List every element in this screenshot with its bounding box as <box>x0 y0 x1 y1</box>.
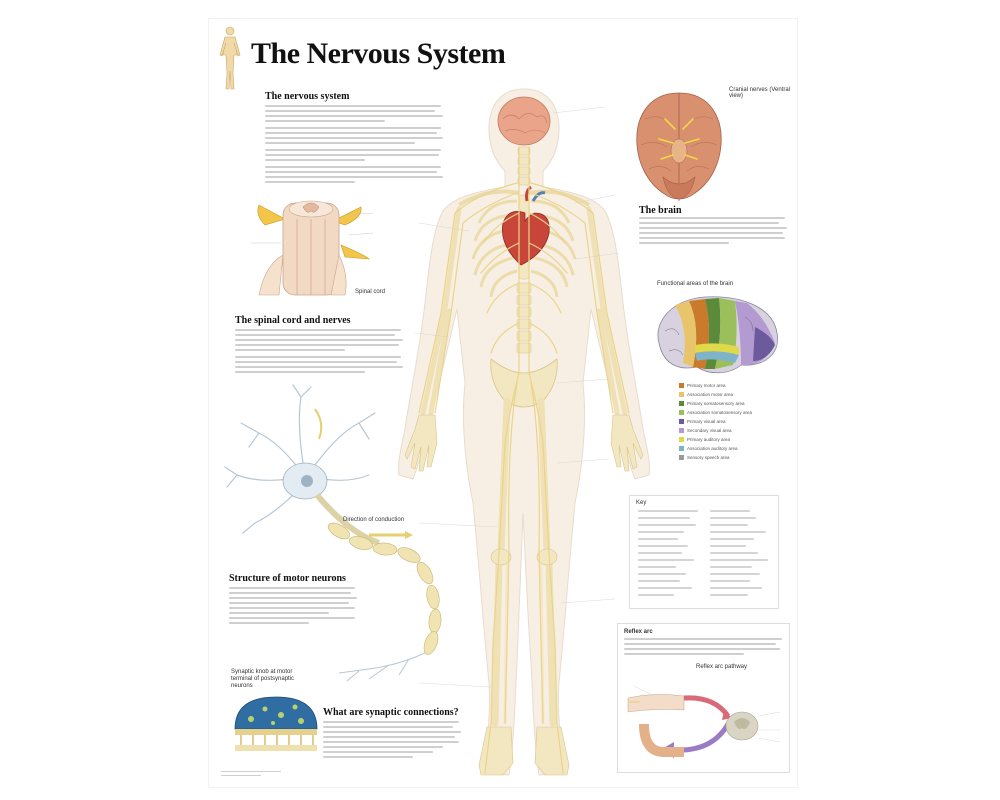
cranial-nerves-label: Cranial nerves (Ventral view) <box>729 87 791 99</box>
legend-swatch <box>679 427 684 433</box>
legend-swatch <box>679 445 684 451</box>
key-heading: Key <box>636 500 647 506</box>
legend-swatch <box>679 400 684 406</box>
legend-item: Primary motor area <box>679 381 789 389</box>
reflex-arc-heading: Reflex arc <box>624 629 653 635</box>
legend-label: Secondary visual area <box>687 427 732 433</box>
legend-item: Primary somatosensory area <box>679 399 789 407</box>
nervous-system-heading: The nervous system <box>265 91 350 102</box>
functional-areas-heading: Functional areas of the brain <box>657 281 734 287</box>
reflex-arc-text <box>624 638 784 658</box>
key-box: Key <box>629 495 779 609</box>
synapse-inset-label: Synaptic knob at motor terminal of posts… <box>231 669 295 689</box>
brain-ventral-illustration <box>636 92 722 201</box>
reflex-arc-box: Reflex arc Reflex arc pathway <box>617 623 790 773</box>
synaptic-connections-text <box>323 721 463 761</box>
legend-label: Primary visual area <box>687 418 726 424</box>
spinal-cord-illustration <box>251 200 374 296</box>
legend-label: Primary somatosensory area <box>687 400 745 406</box>
motor-neuron-illustration <box>224 384 442 682</box>
synapse-illustration <box>234 696 318 751</box>
legend-swatch <box>679 418 684 424</box>
key-column-left <box>638 510 700 601</box>
legend-item: Sensory speech area <box>679 453 789 461</box>
legend-item: Association auditory area <box>679 444 789 452</box>
brain-text <box>639 217 789 247</box>
human-figure-icon <box>219 26 241 90</box>
legend-item: Secondary visual area <box>679 426 789 434</box>
legend-swatch <box>679 391 684 397</box>
legend-label: Primary motor area <box>687 382 726 388</box>
nervous-system-text <box>265 105 445 186</box>
spinal-cord-heading: The spinal cord and nerves <box>235 315 351 326</box>
legend-item: Primary visual area <box>679 417 789 425</box>
poster-footer <box>221 771 281 779</box>
legend-label: Primary auditory area <box>687 436 731 442</box>
legend-item: Association somatosensory area <box>679 408 789 416</box>
legend-label: Association somatosensory area <box>687 409 753 415</box>
direction-of-conduction-label: Direction of conduction <box>343 517 405 523</box>
legend-item: Primary auditory area <box>679 435 789 443</box>
legend-swatch <box>679 454 684 460</box>
functional-areas-legend: Primary motor area Association motor are… <box>679 381 789 462</box>
nervous-system-body-figure <box>398 88 650 776</box>
legend-item: Association motor area <box>679 390 789 398</box>
reflex-arc-pathway-label: Reflex arc pathway <box>696 664 748 670</box>
motor-neurons-text <box>229 587 359 627</box>
legend-swatch <box>679 382 684 388</box>
spinal-cord-text <box>235 329 405 376</box>
legend-label: Association motor area <box>687 391 734 397</box>
synaptic-connections-heading: What are synaptic connections? <box>323 707 459 718</box>
spinal-cord-label: Spinal cord <box>355 289 386 295</box>
legend-swatch <box>679 436 684 442</box>
motor-neurons-heading: Structure of motor neurons <box>229 573 346 584</box>
legend-swatch <box>679 409 684 415</box>
nervous-system-poster: The Nervous System The nervous system Sp… <box>208 18 798 788</box>
functional-areas-brain-illustration <box>657 296 779 374</box>
key-column-right <box>710 510 772 601</box>
reflex-arc-illustration <box>627 685 781 758</box>
legend-label: Sensory speech area <box>687 454 730 460</box>
poster-title: The Nervous System <box>251 37 506 70</box>
legend-label: Association auditory area <box>687 445 738 451</box>
brain-heading: The brain <box>639 205 682 216</box>
